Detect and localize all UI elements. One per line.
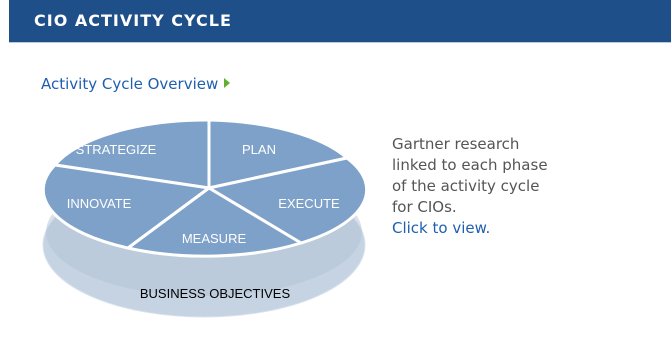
activity-cycle-diagram[interactable]: STRATEGIZE PLAN INNOVATE EXECUTE MEASURE… — [39, 120, 369, 320]
link-period: . — [485, 219, 491, 237]
description-line: linked to each phase — [392, 156, 548, 174]
description-line: of the activity cycle — [392, 177, 540, 195]
panel-title: CIO ACTIVITY CYCLE — [34, 11, 232, 30]
description-line: for CIOs. — [392, 198, 457, 216]
description-block: Gartner research linked to each phase of… — [392, 134, 622, 239]
header-divider — [9, 42, 671, 43]
label-execute: EXECUTE — [278, 196, 340, 211]
segment-execute[interactable] — [204, 156, 369, 245]
activity-cycle-overview-link[interactable]: Activity Cycle Overview — [41, 75, 231, 93]
label-strategize: STRATEGIZE — [76, 142, 157, 157]
panel-header: CIO ACTIVITY CYCLE — [9, 0, 671, 42]
click-to-view-line: Click to view. — [392, 218, 622, 239]
segment-plan[interactable] — [207, 120, 351, 190]
click-to-view-link[interactable]: Click to view — [392, 219, 486, 237]
cio-activity-cycle-panel: CIO ACTIVITY CYCLE Activity Cycle Overvi… — [9, 0, 671, 339]
label-measure: MEASURE — [182, 231, 247, 246]
overview-link-label: Activity Cycle Overview — [41, 75, 219, 93]
label-business-objectives: BUSINESS OBJECTIVES — [140, 286, 291, 301]
description-line: Gartner research — [392, 135, 520, 153]
label-plan: PLAN — [242, 142, 276, 157]
segment-innovate[interactable] — [41, 163, 213, 250]
segment-measure[interactable] — [124, 186, 305, 258]
label-innovate: INNOVATE — [67, 196, 132, 211]
segment-strategize[interactable] — [52, 120, 211, 190]
arrow-right-icon — [224, 78, 231, 88]
